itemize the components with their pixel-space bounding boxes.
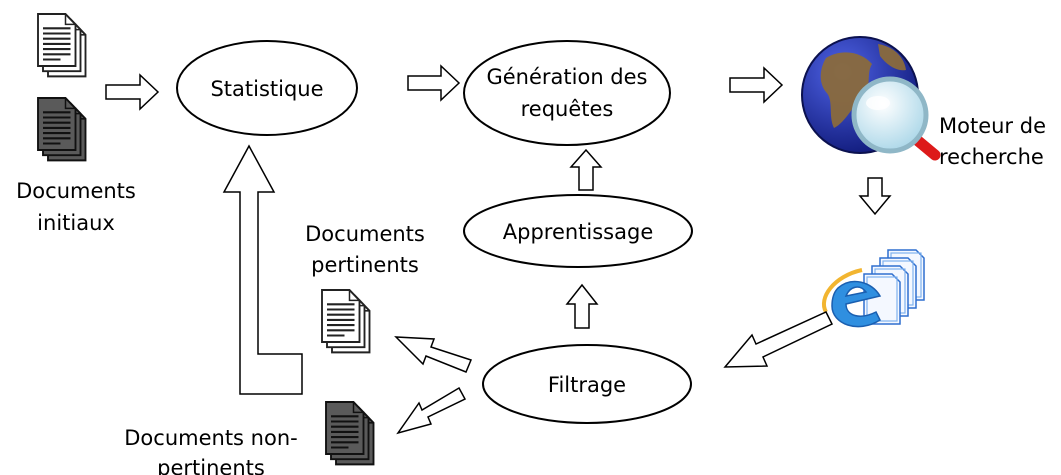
non-relevant-documents-icon [326, 402, 374, 464]
arrow-apprentissage-to-generation [569, 148, 603, 191]
statistique-node [176, 40, 358, 136]
arrow-docs-to-statistique [105, 73, 160, 111]
dark-document-stack-icon [38, 98, 86, 160]
ie-pages-icon [822, 249, 925, 328]
apprentissage-label: Apprentissage [503, 220, 654, 244]
document-stack-icon [38, 14, 86, 76]
pertinents-label-line2: pertinents [311, 253, 419, 277]
arrow-filtrage-to-non-pertinents [396, 386, 467, 435]
generation-node [463, 40, 671, 146]
statistique-label: Statistique [210, 77, 323, 101]
arrow-statistique-to-generation [407, 64, 461, 102]
non-pertinents-label-line1: Documents non- [124, 426, 297, 450]
documents-initiaux-label-line2: initiaux [37, 211, 115, 235]
arrow-pertinents-to-statistique [222, 144, 303, 395]
generation-label-line2: requêtes [521, 97, 614, 121]
globe-magnifier-icon [801, 36, 941, 161]
pertinents-label-line1: Documents [305, 222, 425, 246]
moteur-label-line2: recherche [939, 145, 1044, 169]
arrow-filtrage-to-apprentissage [565, 283, 599, 329]
generation-label-line1: Génération des [486, 65, 647, 89]
arrow-filtrage-to-pertinents [394, 336, 473, 373]
filtrage-node [482, 344, 692, 424]
arrow-pages-to-filtrage [723, 311, 834, 368]
moteur-label-line1: Moteur de [939, 114, 1046, 138]
documents-initiaux-label-line1: Documents [16, 179, 136, 203]
relevant-documents-icon [322, 290, 370, 352]
arrow-moteur-to-pages [858, 177, 892, 216]
arrow-generation-to-moteur [729, 66, 784, 104]
apprentissage-node [463, 194, 693, 268]
filtrage-label: Filtrage [548, 373, 626, 397]
non-pertinents-label-line2: pertinents [157, 456, 265, 475]
